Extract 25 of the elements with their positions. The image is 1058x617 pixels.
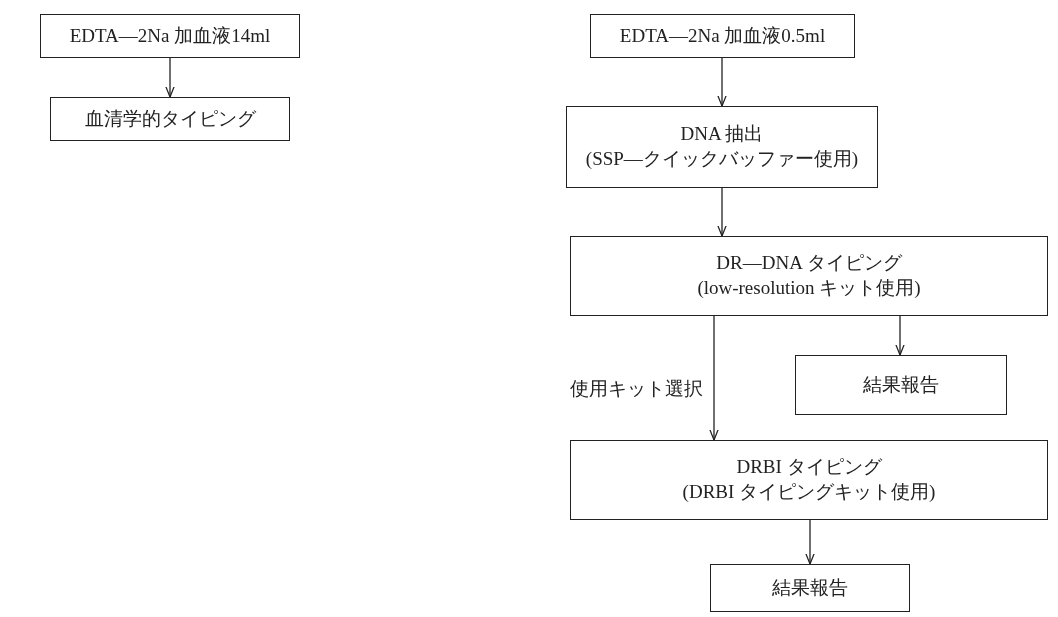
box-title: 血清学的タイピング [84, 106, 256, 131]
process-box [795, 355, 1007, 415]
arrow [717, 57, 727, 107]
process-box [710, 564, 910, 612]
arrow [709, 315, 719, 441]
box-note: (DRBI タイピングキット使用) [682, 480, 936, 504]
process-box [40, 14, 300, 58]
arrow [717, 187, 727, 237]
box-title: EDTA—2Na 加血液0.5ml [619, 23, 826, 48]
box-note: (SSP—クイックバッファー使用) [585, 147, 859, 171]
arrow [165, 57, 175, 98]
box-title: 結果報告 [863, 372, 939, 397]
arrow [895, 315, 905, 356]
arrow [805, 519, 815, 565]
box-title: DR—DNA タイピング [716, 251, 902, 276]
process-box [50, 97, 290, 141]
process-box [590, 14, 855, 58]
box-title: 結果報告 [772, 575, 848, 600]
box-title: DRBI タイピング [736, 455, 882, 480]
process-box [566, 106, 878, 188]
process-box [570, 440, 1048, 520]
process-box [570, 236, 1048, 316]
box-note: (low-resolution キット使用) [697, 276, 921, 300]
box-title: DNA 抽出 [680, 122, 764, 147]
box-title: EDTA—2Na 加血液14ml [69, 23, 271, 48]
